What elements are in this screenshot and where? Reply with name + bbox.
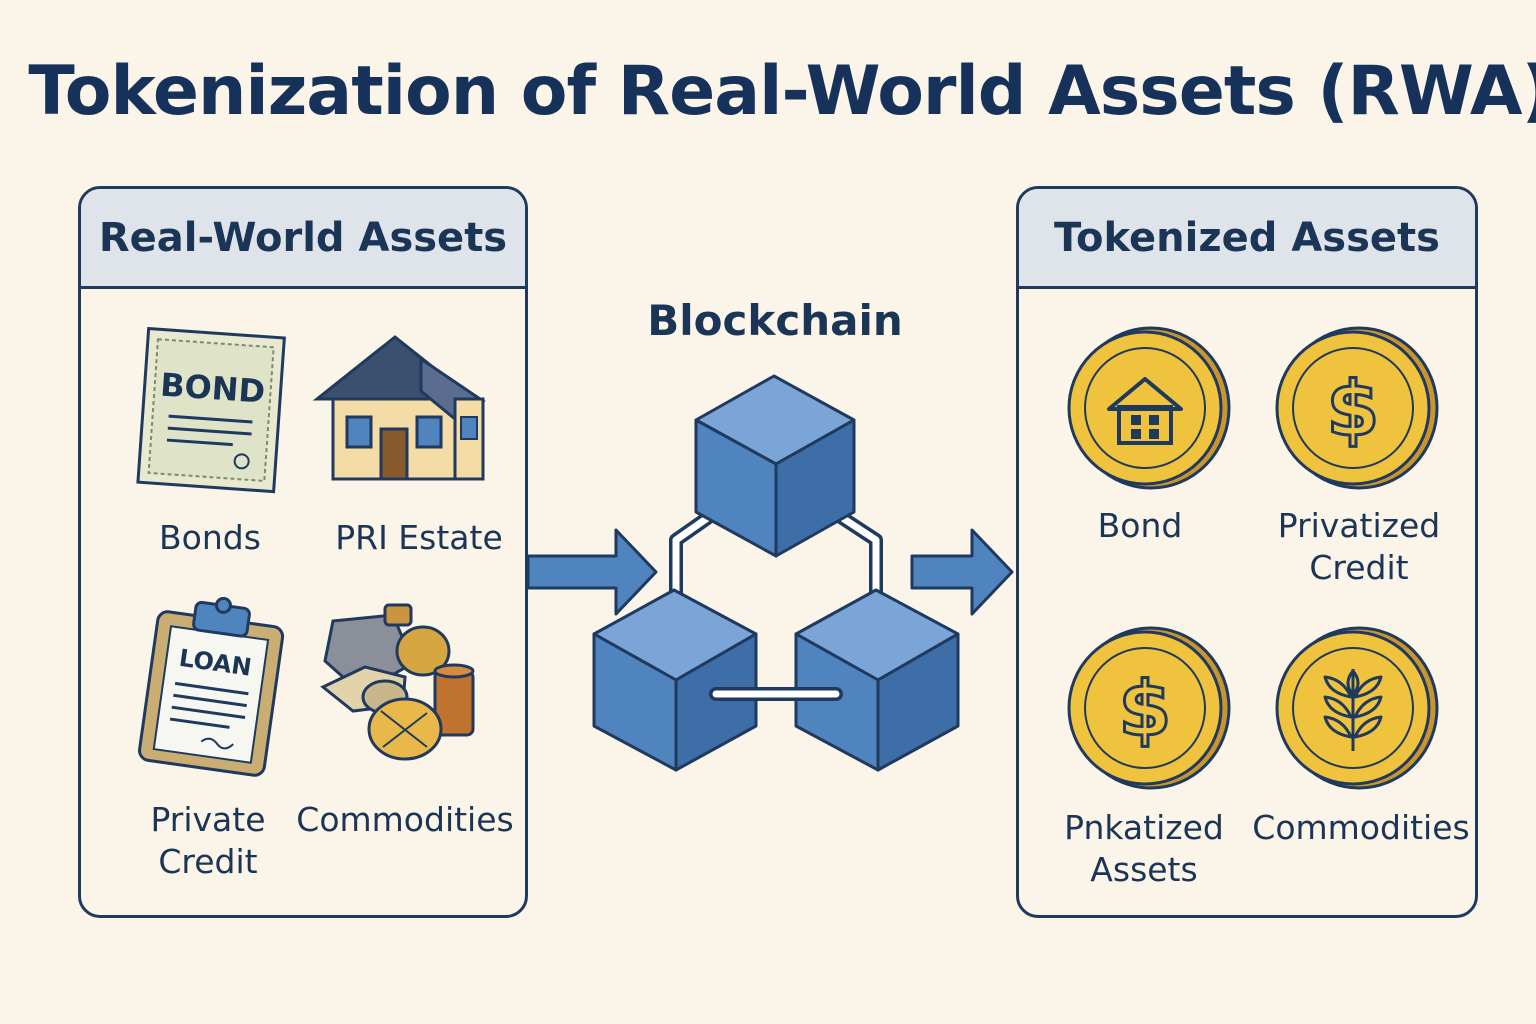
private-credit-item: LOAN [135,597,295,777]
bottom-right-block-icon [794,588,960,772]
real-estate-item [311,329,491,489]
bonds-label: Bonds [159,518,261,557]
commodities-item [313,601,483,771]
pnkatized-assets-token-label: Pnkatized Assets [1064,808,1224,889]
tokenized-assets-panel: Tokenized Assets Bond $ Privatized Credi… [1016,186,1478,918]
house-coin-icon [1067,326,1231,490]
commodities-icon [320,603,475,761]
privatized-credit-token-item: $ [1271,323,1441,493]
dollar-coin-icon: $ [1067,626,1231,790]
commodities-token-item [1271,623,1441,793]
bond-icon-text: BOND [159,366,266,411]
loan-clipboard-icon: LOAN [138,597,285,777]
top-block-icon [694,374,856,558]
bonds-item: BOND [125,327,295,497]
svg-text:$: $ [1327,364,1380,453]
commodities-token-label: Commodities [1252,808,1470,847]
bottom-left-block-icon [592,588,758,772]
bond-certificate-icon: BOND [136,327,286,494]
house-icon [312,335,486,481]
bond-token-label: Bond [1097,506,1183,545]
bond-token-item [1063,323,1233,493]
svg-text:$: $ [1119,664,1172,753]
page-title: Tokenization of Real-World Assets (RWA) [28,52,1536,131]
real-world-assets-panel: Real-World Assets BOND Bonds [78,186,528,918]
privatized-credit-token-label: Privatized Credit [1277,506,1441,587]
blockchain-label: Blockchain [647,296,903,345]
real-world-assets-header: Real-World Assets [81,189,525,289]
private-credit-label: Private Credit [150,800,266,881]
left-arrow-icon [526,528,658,616]
wheat-coin-icon [1275,626,1439,790]
pnkatized-assets-token-item: $ [1063,623,1233,793]
right-arrow-icon [910,528,1014,616]
dollar-coin-icon: $ [1275,326,1439,490]
commodities-label: Commodities [296,800,514,839]
real-estate-label: PRI Estate [335,518,503,557]
tokenized-assets-header: Tokenized Assets [1019,189,1475,289]
